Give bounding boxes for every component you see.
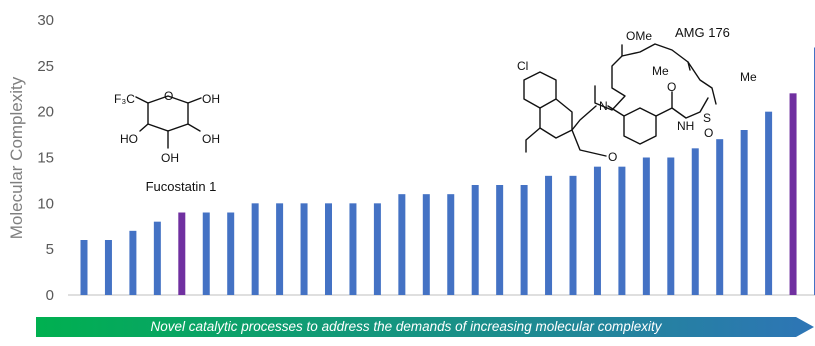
atom-o-sulfonyl: O [704,126,713,140]
y-axis-label: Molecular Complexity [7,76,26,239]
bar [740,130,748,295]
banner-arrow [36,317,814,337]
bar [325,203,332,295]
bar [716,139,724,295]
atom-oh-1: OH [202,92,220,106]
atom-ome: OMe [626,29,652,43]
amg-bond [655,91,709,119]
y-tick-label: 15 [37,150,54,167]
bar [227,212,235,295]
atom-me-2: Me [740,70,757,84]
bars [80,47,815,295]
bar [765,111,773,295]
bar [300,203,308,295]
fucostatin-structure: F₃C O OH HO OH OH [114,89,220,165]
bar [496,185,504,295]
bar [545,175,553,295]
bar [153,221,161,295]
bar [789,93,797,295]
bar [667,157,675,295]
bar [398,194,406,295]
y-tick-label: 30 [37,12,54,29]
banner-text: Novel catalytic processes to address the… [150,319,662,334]
bar [178,212,186,295]
amg-bond [539,98,573,139]
amg-bond [687,61,717,105]
bar [373,203,381,295]
amg-aryl-ring [523,71,557,109]
fucostatin-bond [187,123,201,132]
bar [129,230,137,295]
bar [642,157,650,295]
bar [471,185,479,295]
bar [349,203,357,295]
atom-n: N [599,99,608,113]
atom-me-1: Me [652,64,669,78]
atom-o-carbonyl: O [667,80,676,94]
fucostatin-bond [135,96,149,104]
atom-ho: HO [120,132,138,146]
bar [520,185,528,295]
fucostatin-bond [139,123,149,132]
amg-bond [571,105,607,157]
annotation-fucostatin: Fucostatin 1 [146,179,217,194]
bar [104,240,112,295]
y-tick-label: 5 [46,241,54,258]
bar [251,203,259,295]
y-tick-labels: 0 5 10 15 20 25 30 [37,12,54,304]
y-tick-label: 0 [46,287,54,304]
amg-bond [594,44,626,111]
bar [447,194,455,295]
amg176-structure: OMe Cl N O O NH S O Me Me [517,29,757,164]
amg-benzo-ring [607,105,657,145]
y-tick-label: 25 [37,58,54,75]
bar [618,166,626,295]
amg-bond [525,127,541,153]
atom-oh-2: OH [202,132,220,146]
progress-arrow-banner [36,317,814,337]
bar [202,212,210,295]
atom-s: S [703,111,711,125]
atom-cf3: F₃C [114,92,135,106]
atom-cl: Cl [517,59,528,73]
y-tick-label: 10 [37,195,54,212]
atom-o-ring: O [608,150,617,164]
bar [422,194,430,295]
fucostatin-bond [187,97,202,104]
bar [276,203,284,295]
bar [691,148,699,295]
atom-oh-3: OH [161,151,179,165]
atom-nh: NH [677,119,694,133]
atom-ring-o: O [164,89,173,103]
bar [80,240,88,295]
bar [569,175,577,295]
y-tick-label: 20 [37,104,54,121]
bar [593,166,601,295]
annotation-amg176: AMG 176 [675,25,730,40]
